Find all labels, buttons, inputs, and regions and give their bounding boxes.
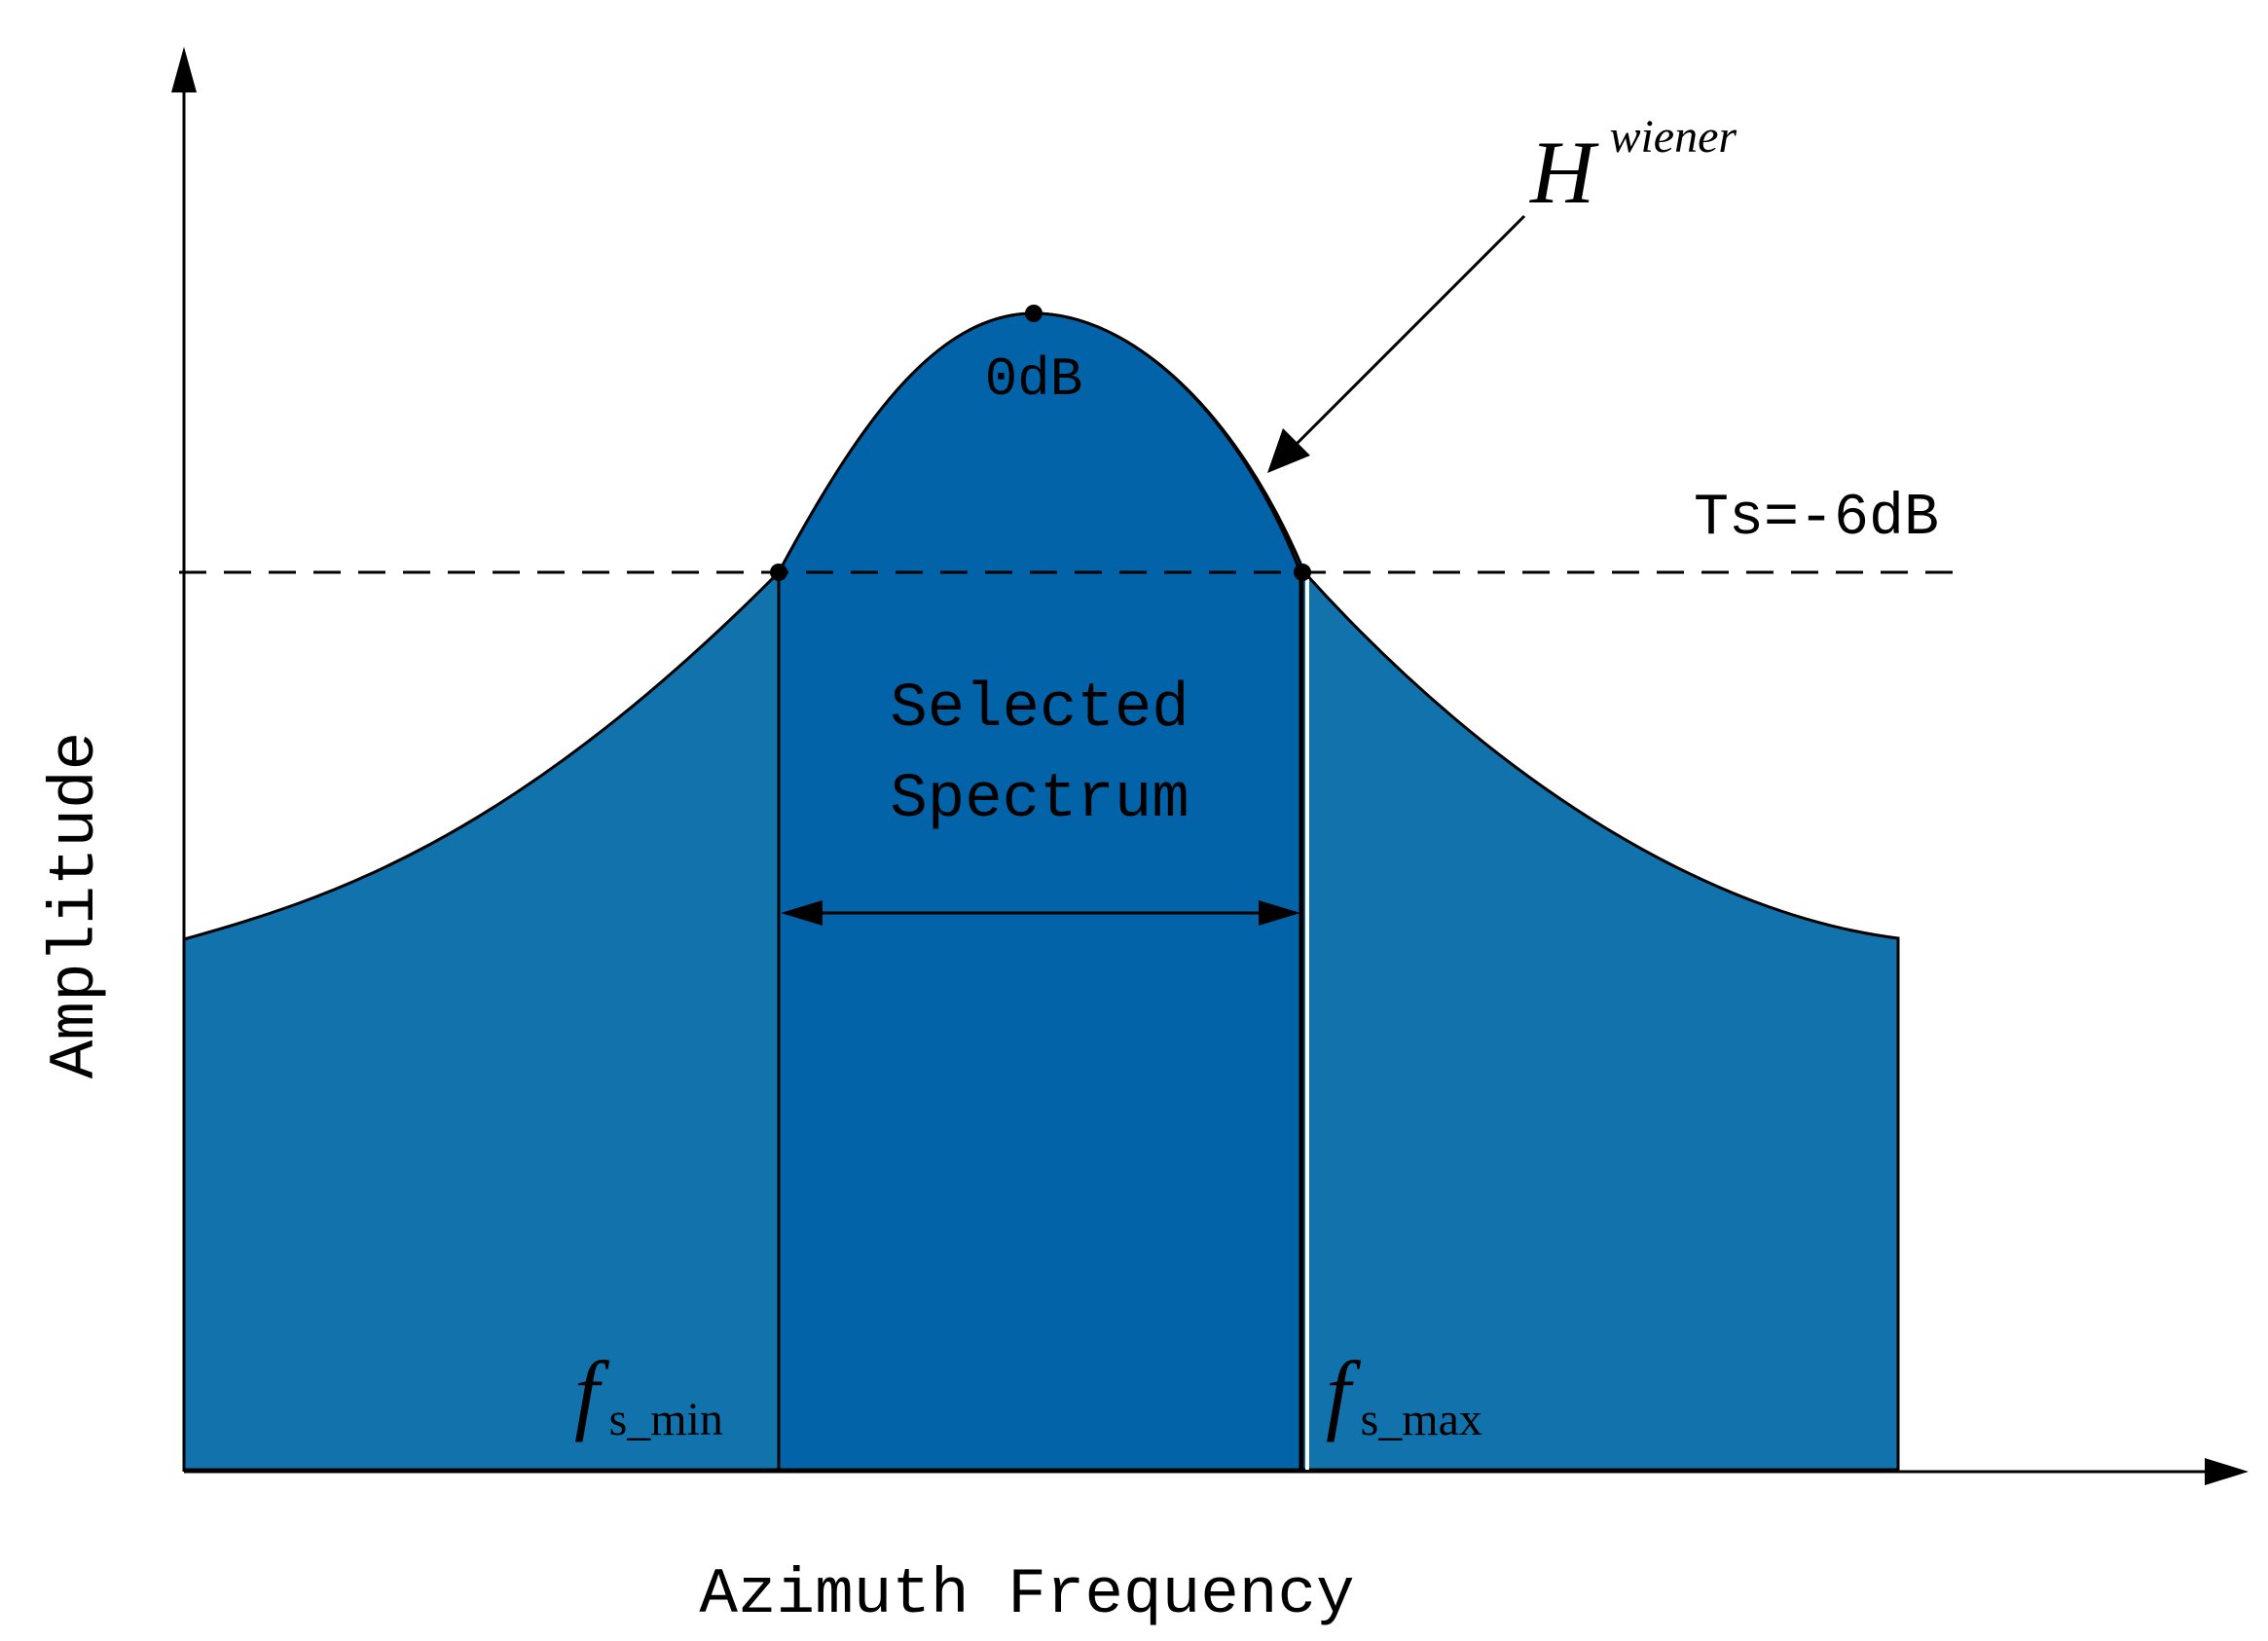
fmin-point (770, 564, 787, 581)
filter-label: H wiener (1529, 111, 1737, 222)
selected-label-line2: Spectrum (890, 765, 1189, 835)
bandwidth-arrow-left (781, 900, 823, 926)
fmax-label-sub: s_max (1361, 1394, 1482, 1445)
filter-label-sup: wiener (1609, 111, 1737, 163)
selected-spectrum-region (777, 311, 1302, 1472)
bandwidth-arrow-right (1259, 900, 1300, 926)
filter-label-main: H (1529, 123, 1599, 222)
filter-pointer-line (1293, 214, 1526, 448)
filter-pointer-arrowhead (1267, 428, 1310, 473)
threshold-label: Ts=-6dB (1694, 486, 1939, 552)
peak-point (1025, 305, 1043, 322)
x-axis-arrow (2205, 1458, 2249, 1485)
x-axis-label: Azimuth Frequency (699, 1558, 1354, 1631)
selected-label-line1: Selected (890, 675, 1189, 745)
fmin-label-sub: s_min (609, 1394, 723, 1445)
fmax-point (1294, 564, 1311, 581)
peak-label: 0dB (985, 348, 1083, 411)
y-axis-arrow (171, 47, 197, 92)
fmax-label: f s_max (1326, 1343, 1482, 1445)
y-axis-label: Amplitude (39, 732, 112, 1078)
